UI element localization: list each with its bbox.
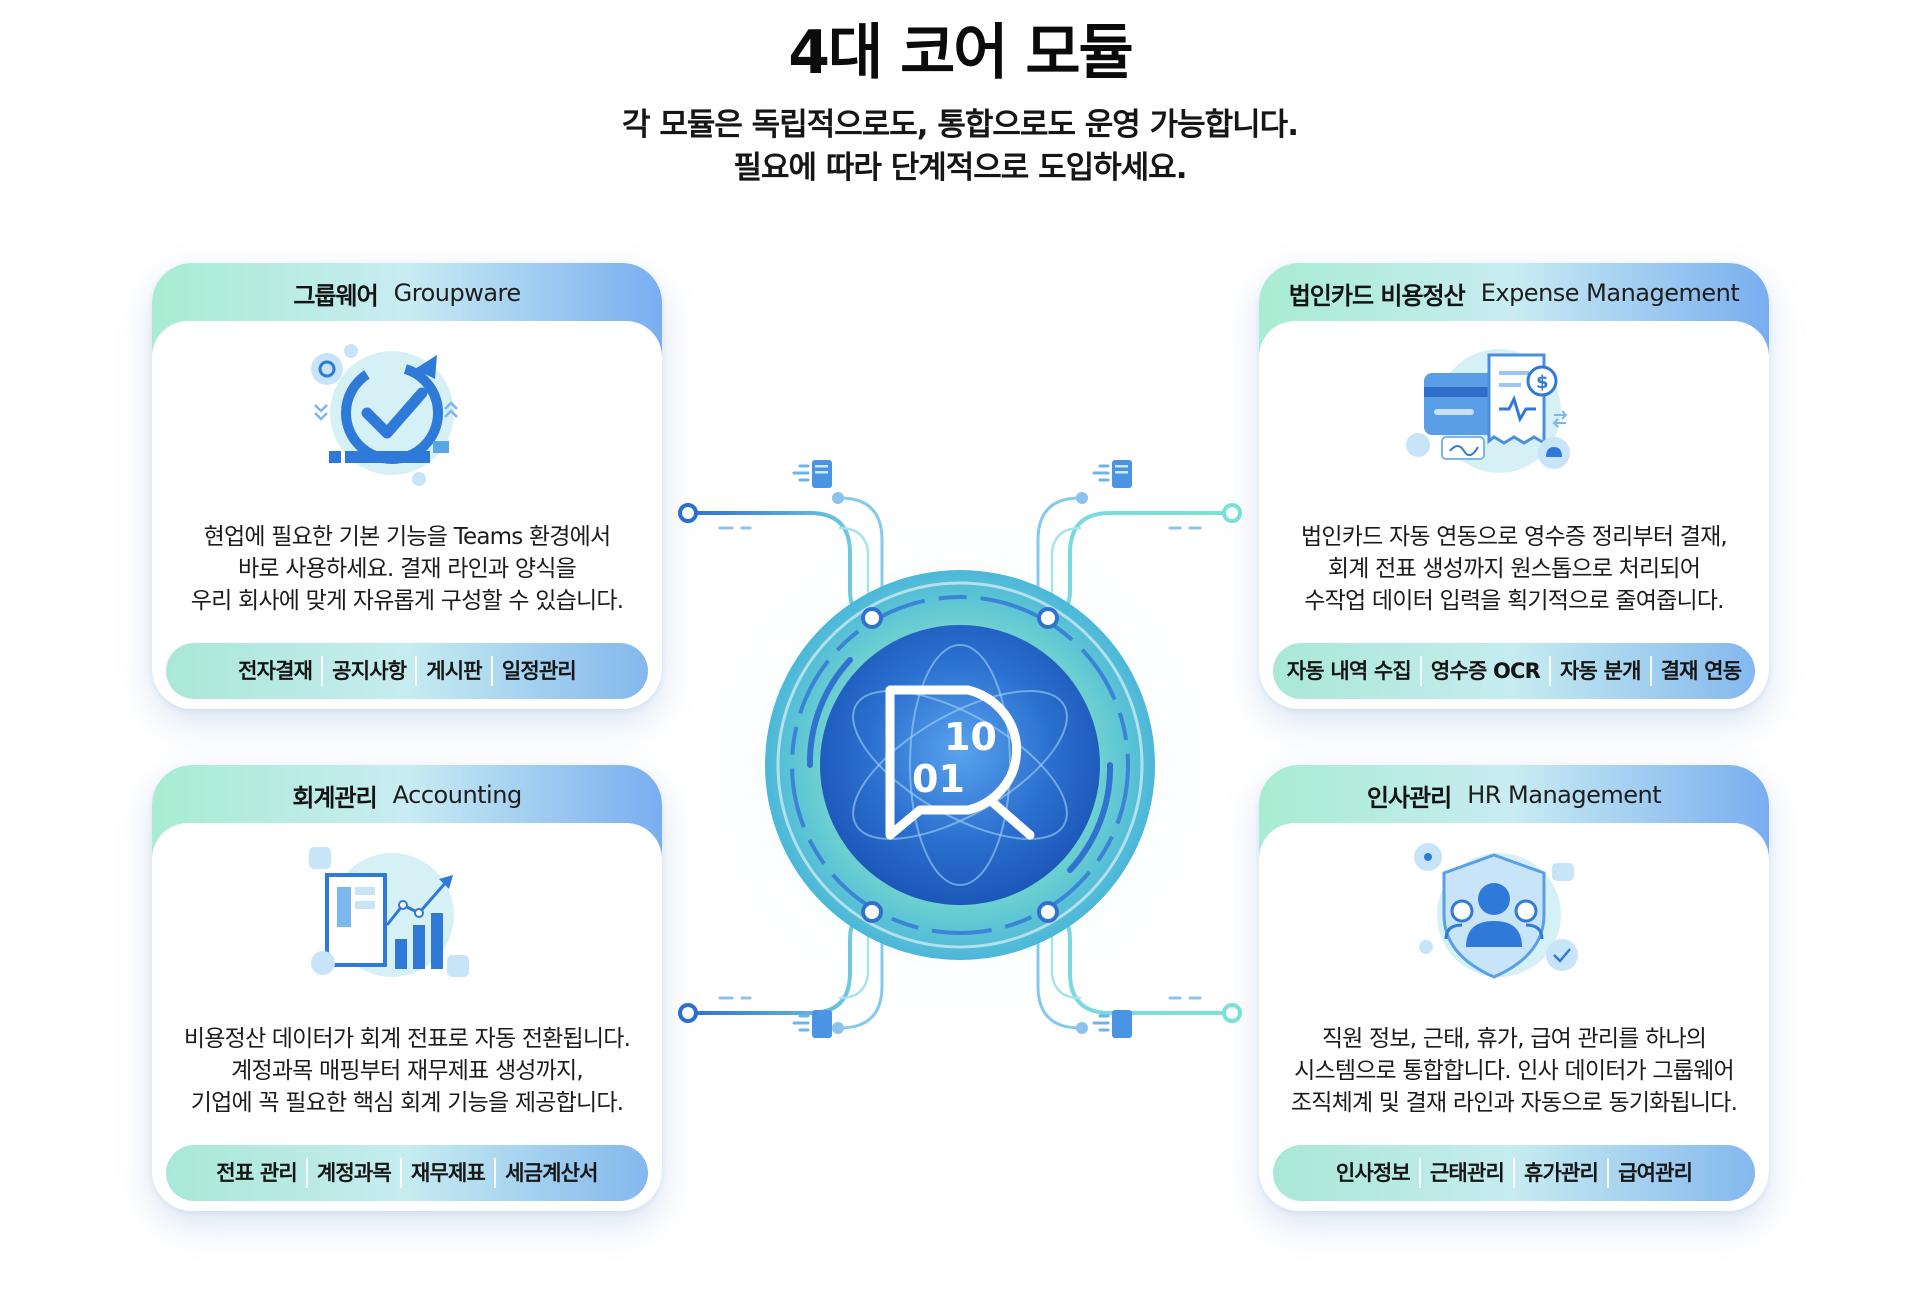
module-card-hr[interactable]: 인사관리 HR Management 직원 정보, 근태, 휴가, 급여 관리를… xyxy=(1259,765,1769,1211)
feature-tags: 전자결재 공지사항 게시판 일정관리 xyxy=(166,643,648,699)
logo-digits-bottom: 01 xyxy=(912,757,965,801)
module-card-accounting[interactable]: 회계관리 Accounting 비용정산 데이터가 회계 전표로 자동 전환됩니… xyxy=(152,765,662,1211)
card-description: 비용정산 데이터가 회계 전표로 자동 전환됩니다. 계정과목 매핑부터 재무제… xyxy=(183,1026,631,1116)
card-title-en: Groupware xyxy=(393,279,522,307)
page-title: 4대 코어 모듈 xyxy=(788,18,1134,88)
card-title-ko: 인사관리 xyxy=(1366,783,1452,812)
feature-tag[interactable]: 계정과목 xyxy=(305,1158,400,1188)
logo-digits-top: 10 xyxy=(944,715,997,759)
card-title-ko: 그룹웨어 xyxy=(293,281,378,310)
feature-tag[interactable]: 일정관리 xyxy=(490,656,585,686)
document-icon xyxy=(1092,1010,1132,1038)
people-shield-icon xyxy=(1414,843,1578,979)
card-header: 법인카드 비용정산 Expense Management xyxy=(1259,263,1769,323)
feature-tag[interactable]: 자동 내역 수집 xyxy=(1286,659,1412,683)
refresh-check-icon xyxy=(311,344,458,486)
card-title-en: Accounting xyxy=(392,781,523,809)
subtitle-line-1: 각 모듈은 독립적으로도, 통합으로도 운영 가능합니다. xyxy=(622,107,1299,143)
feature-tags: 인사정보 근태관리 휴가관리 급여관리 xyxy=(1273,1145,1755,1201)
feature-tag[interactable]: 자동 분개 xyxy=(1549,656,1650,686)
feature-tag[interactable]: 휴가관리 xyxy=(1513,1158,1607,1188)
card-body: $ 법인카드 자동 연동으로 영수증 정리부터 결재, 회계 전표 생성까지 원… xyxy=(1259,321,1769,709)
card-description: 현업에 필요한 기본 기능을 Teams 환경에서 바로 사용하세요. 결재 라… xyxy=(190,524,624,614)
feature-tag[interactable]: 세금계산서 xyxy=(494,1158,607,1188)
feature-tag[interactable]: 인사정보 xyxy=(1335,1161,1411,1185)
ledger-chart-icon xyxy=(309,847,469,977)
document-icon xyxy=(792,460,832,488)
module-card-groupware[interactable]: 그룹웨어 Groupware 현업에 필요한 기본 기능을 Teams 환경에서… xyxy=(152,263,662,709)
card-body: 직원 정보, 근태, 휴가, 급여 관리를 하나의 시스템으로 통합합니다. 인… xyxy=(1259,823,1769,1211)
card-header: 그룹웨어 Groupware xyxy=(152,263,662,323)
document-icon xyxy=(792,1010,832,1038)
feature-tag[interactable]: 영수증 OCR xyxy=(1419,656,1549,686)
feature-tag[interactable]: 결재 연동 xyxy=(1649,656,1751,686)
card-body: 비용정산 데이터가 회계 전표로 자동 전환됩니다. 계정과목 매핑부터 재무제… xyxy=(152,823,662,1211)
feature-tag[interactable]: 전자결재 xyxy=(238,659,313,683)
subtitle-line-2: 필요에 따라 단계적으로 도입하세요. xyxy=(733,150,1188,186)
card-title-en: HR Management xyxy=(1467,781,1662,809)
card-title-ko: 회계관리 xyxy=(292,783,377,812)
document-icon xyxy=(1092,460,1132,488)
card-title-en: Expense Management xyxy=(1480,279,1740,307)
card-header: 인사관리 HR Management xyxy=(1259,765,1769,825)
card-title-ko: 법인카드 비용정산 xyxy=(1288,281,1466,310)
card-receipt-icon: $ xyxy=(1406,349,1570,473)
card-description: 직원 정보, 근태, 휴가, 급여 관리를 하나의 시스템으로 통합합니다. 인… xyxy=(1290,1026,1738,1116)
feature-tags: 자동 내역 수집 영수증 OCR 자동 분개 결재 연동 xyxy=(1273,643,1755,699)
feature-tag[interactable]: 급여관리 xyxy=(1607,1158,1701,1188)
card-header: 회계관리 Accounting xyxy=(152,765,662,825)
feature-tag[interactable]: 전표 관리 xyxy=(216,1161,297,1185)
page-subtitle: 각 모듈은 독립적으로도, 통합으로도 운영 가능합니다. 필요에 따라 단계적… xyxy=(0,104,1920,190)
card-body: 현업에 필요한 기본 기능을 Teams 환경에서 바로 사용하세요. 결재 라… xyxy=(152,321,662,709)
feature-tags: 전표 관리 계정과목 재무제표 세금계산서 xyxy=(166,1145,648,1201)
feature-tag[interactable]: 공지사항 xyxy=(321,656,415,686)
feature-tag[interactable]: 근태관리 xyxy=(1418,1158,1513,1188)
svg-text:$: $ xyxy=(1536,372,1549,393)
card-description: 법인카드 자동 연동으로 영수증 정리부터 결재, 회계 전표 생성까지 원스톱… xyxy=(1301,524,1728,614)
feature-tag[interactable]: 재무제표 xyxy=(399,1158,494,1188)
feature-tag[interactable]: 게시판 xyxy=(415,656,491,686)
d-chat-logo-icon: 10 01 xyxy=(885,685,1035,840)
module-card-expense[interactable]: 법인카드 비용정산 Expense Management $ 법인카드 자동 연… xyxy=(1259,263,1769,709)
core-hub-diagram: 10 01 xyxy=(678,460,1242,1038)
